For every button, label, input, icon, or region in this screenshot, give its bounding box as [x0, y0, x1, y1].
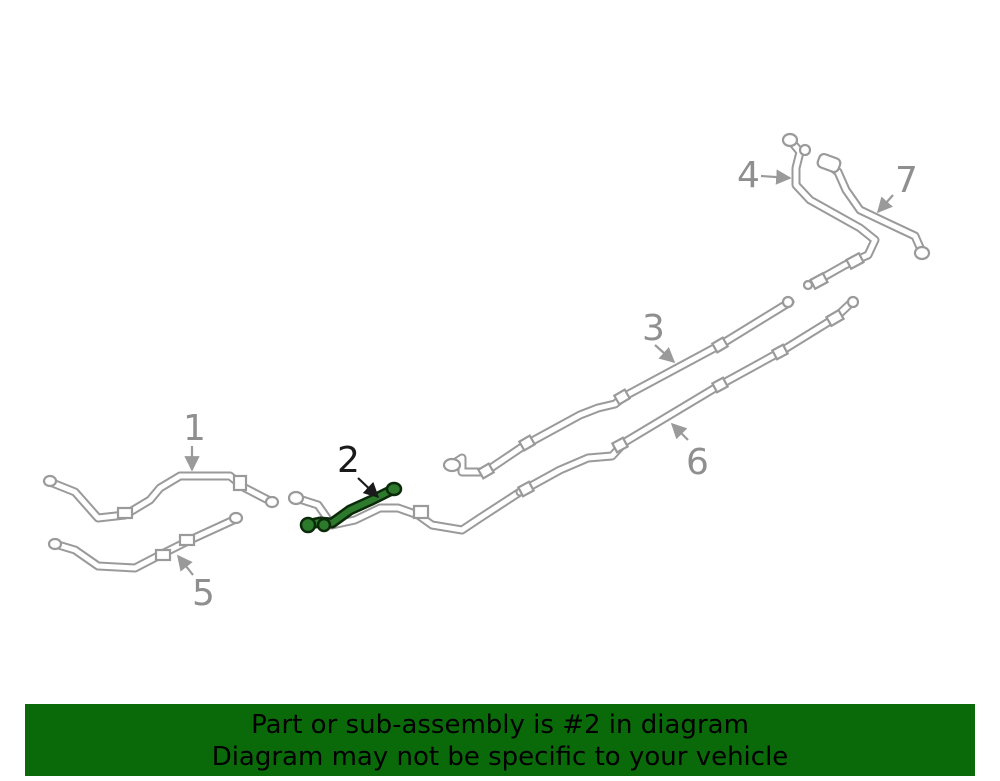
part-2-highlighted-line [299, 481, 403, 534]
part-7-line [816, 152, 931, 261]
svg-text:3: 3 [642, 308, 665, 349]
callout-6: 6 [670, 422, 709, 483]
part-1-line [42, 471, 280, 523]
part-5-line [47, 511, 244, 573]
callout-7: 7 [876, 160, 918, 214]
svg-text:5: 5 [192, 573, 215, 614]
svg-text:6: 6 [686, 442, 709, 483]
callout-2: 2 [337, 440, 380, 499]
svg-text:2: 2 [337, 440, 360, 481]
callout-1: 1 [183, 408, 206, 472]
part-4-line [781, 132, 880, 291]
svg-text:4: 4 [737, 155, 760, 196]
banner-line-2: Diagram may not be specific to your vehi… [211, 742, 789, 772]
svg-text:7: 7 [895, 160, 918, 201]
callout-4: 4 [737, 155, 792, 196]
part-6-line [515, 295, 860, 498]
info-banner: Part or sub-assembly is #2 in diagram Di… [25, 704, 975, 776]
callout-3: 3 [642, 308, 676, 364]
callout-5: 5 [177, 554, 215, 614]
svg-text:1: 1 [183, 408, 206, 449]
part-3-line [442, 295, 795, 480]
banner-line-1: Part or sub-assembly is #2 in diagram [251, 710, 749, 740]
